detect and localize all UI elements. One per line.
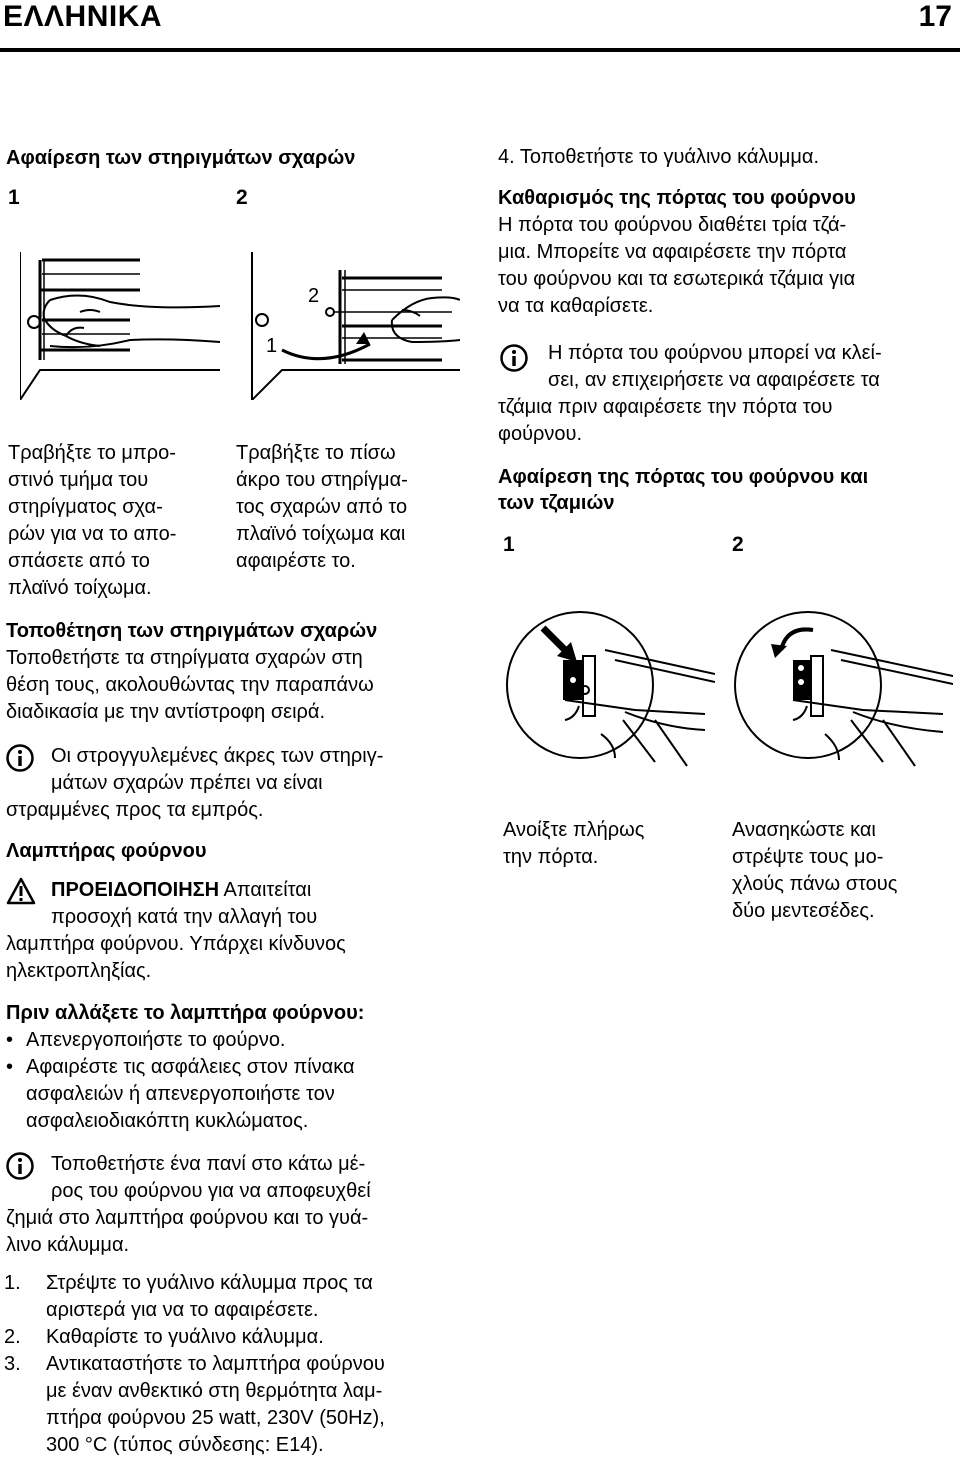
- hinge-levers-illustration: [733, 610, 953, 770]
- door-text: Η πόρτα του φούρνου διαθέτει τρία τζά- μ…: [498, 214, 856, 317]
- warning-text: ΠΡΟΕΙΔΟΠΟΙΗΣΗ Απαιτείται προσοχή κατά τη…: [6, 879, 346, 982]
- lamp-title: Λαμπτήρας φούρνου: [6, 840, 207, 862]
- list-item: Απενεργοποιήστε το φούρνο.: [6, 1027, 355, 1054]
- header-rule: [0, 48, 960, 52]
- figure-number-1: 1: [503, 533, 515, 556]
- list-item: 1. Στρέψτε το γυάλινο κάλυμμα προς τα αρ…: [4, 1272, 373, 1321]
- step-4: 4. Τοποθετήστε το γυάλινο κάλυμμα.: [498, 146, 820, 168]
- door-title: Καθαρισμός της πόρτας του φούρνου: [498, 187, 856, 209]
- shelf-support-back-illustration: 2 1: [242, 250, 460, 400]
- inner-figure-number-1: 1: [266, 335, 277, 357]
- arrow-head-icon: [557, 642, 577, 662]
- info-icon: [6, 744, 34, 772]
- note-rounded-ends: Οι στρογγυλεμένες άκρες των στηριγ- μάτω…: [6, 745, 384, 821]
- info-icon: [500, 344, 528, 372]
- figure-number-2: 2: [732, 533, 744, 556]
- curved-arrow-icon: [281, 342, 371, 361]
- before-title: Πριν αλλάξετε το λαμπτήρα φούρνου:: [6, 1002, 365, 1024]
- warning-label: ΠΡΟΕΙΔΟΠΟΙΗΣΗ: [51, 879, 220, 901]
- note-door-close: Η πόρτα του φούρνου μπορεί να κλεί- σει,…: [498, 342, 882, 445]
- caption-3: Ανοίξτε πλήρως την πόρτα.: [503, 819, 645, 868]
- inner-figure-number-2: 2: [308, 285, 319, 307]
- install-text: Τοποθετήστε τα στηρίγματα σχαρών στη θέσ…: [6, 647, 374, 723]
- list-item: 2. Καθαρίστε το γυάλινο κάλυμμα.: [4, 1326, 324, 1348]
- removal-title: Αφαίρεση των στηριγμάτων σχαρών: [6, 147, 356, 169]
- before-list: Απενεργοποιήστε το φούρνο. Αφαιρέστε τις…: [6, 1027, 355, 1135]
- figure-number-1: 1: [8, 186, 20, 209]
- info-icon: [6, 1152, 34, 1180]
- caption-1: Τραβήξτε το μπρο- στινό τμήμα του στηρίγ…: [8, 442, 177, 599]
- list-item: Αφαιρέστε τις ασφάλειες στον πίνακα ασφα…: [6, 1054, 355, 1135]
- install-title: Τοποθέτηση των στηριγμάτων σχαρών: [6, 620, 378, 642]
- warning-icon: [6, 877, 36, 905]
- lamp-steps: 1. Στρέψτε το γυάλινο κάλυμμα προς τα αρ…: [0, 1270, 385, 1459]
- figure-number-2: 2: [236, 186, 248, 209]
- note-cloth: Τοποθετήστε ένα πανί στο κάτω μέ- ρος το…: [6, 1153, 371, 1256]
- arrow-head-icon: [771, 644, 787, 658]
- list-item: 3. Αντικαταστήστε το λαμπτήρα φούρνου με…: [4, 1353, 385, 1456]
- caption-4: Ανασηκώστε και στρέψτε τους μο- χλούς πά…: [732, 819, 898, 922]
- door-remove-title: Αφαίρεση της πόρτας του φούρνου και των …: [498, 466, 869, 514]
- shelf-support-front-illustration: [20, 250, 220, 400]
- language-header: ΕΛΛΗΝΙΚΑ: [3, 0, 163, 33]
- arrow-head-icon: [356, 332, 370, 344]
- caption-2: Τραβήξτε το πίσω άκρο του στηρίγμα- τος …: [236, 442, 408, 572]
- page-number: 17: [918, 0, 952, 33]
- door-open-illustration: [505, 610, 715, 770]
